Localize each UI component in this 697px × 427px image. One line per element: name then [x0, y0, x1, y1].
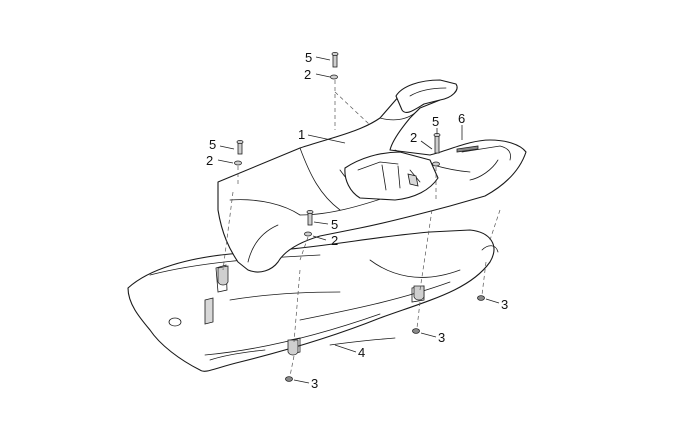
callout-nut-right: 3	[501, 297, 508, 312]
washer-mid	[304, 231, 312, 237]
callout-lower-panel: 4	[358, 345, 365, 360]
mount-sleeve-center	[413, 285, 425, 301]
washer-top	[330, 74, 338, 80]
leader-lines	[217, 56, 500, 384]
callout-washer-center-right: 2	[410, 130, 417, 145]
nut-right	[477, 295, 485, 301]
grab-rail	[395, 79, 458, 113]
callout-washer-top: 2	[304, 67, 311, 82]
lower-body-panel	[127, 229, 499, 372]
callout-bolt-left: 5	[209, 137, 216, 152]
assembly-guides	[222, 80, 501, 377]
callout-washer-mid: 2	[331, 233, 338, 248]
storage-compartment	[344, 151, 439, 201]
callout-nut-center: 3	[438, 330, 445, 345]
callout-washer-left: 2	[206, 153, 213, 168]
callout-strip: 6	[458, 111, 465, 126]
nut-center	[412, 328, 420, 334]
callout-body-panel: 1	[298, 127, 305, 142]
trim-strip	[456, 145, 479, 153]
mount-sleeve-left	[217, 265, 229, 286]
bolt-top	[331, 52, 339, 68]
callout-bolt-mid: 5	[331, 217, 338, 232]
mount-sleeve-bottom	[287, 339, 299, 356]
bolt-left	[236, 139, 244, 155]
callout-labels: 5 2 1 5 2 2 5 6 5 2 3 3 3 4	[206, 50, 508, 391]
callout-bolt-top: 5	[305, 50, 312, 65]
bolt-center-right	[433, 132, 441, 154]
callout-bolt-center-right: 5	[432, 114, 439, 129]
nut-bottom	[285, 376, 293, 382]
washer-center-right	[432, 161, 440, 167]
washer-left	[234, 160, 242, 166]
callout-nut-bottom: 3	[311, 376, 318, 391]
bolt-mid	[306, 209, 314, 226]
